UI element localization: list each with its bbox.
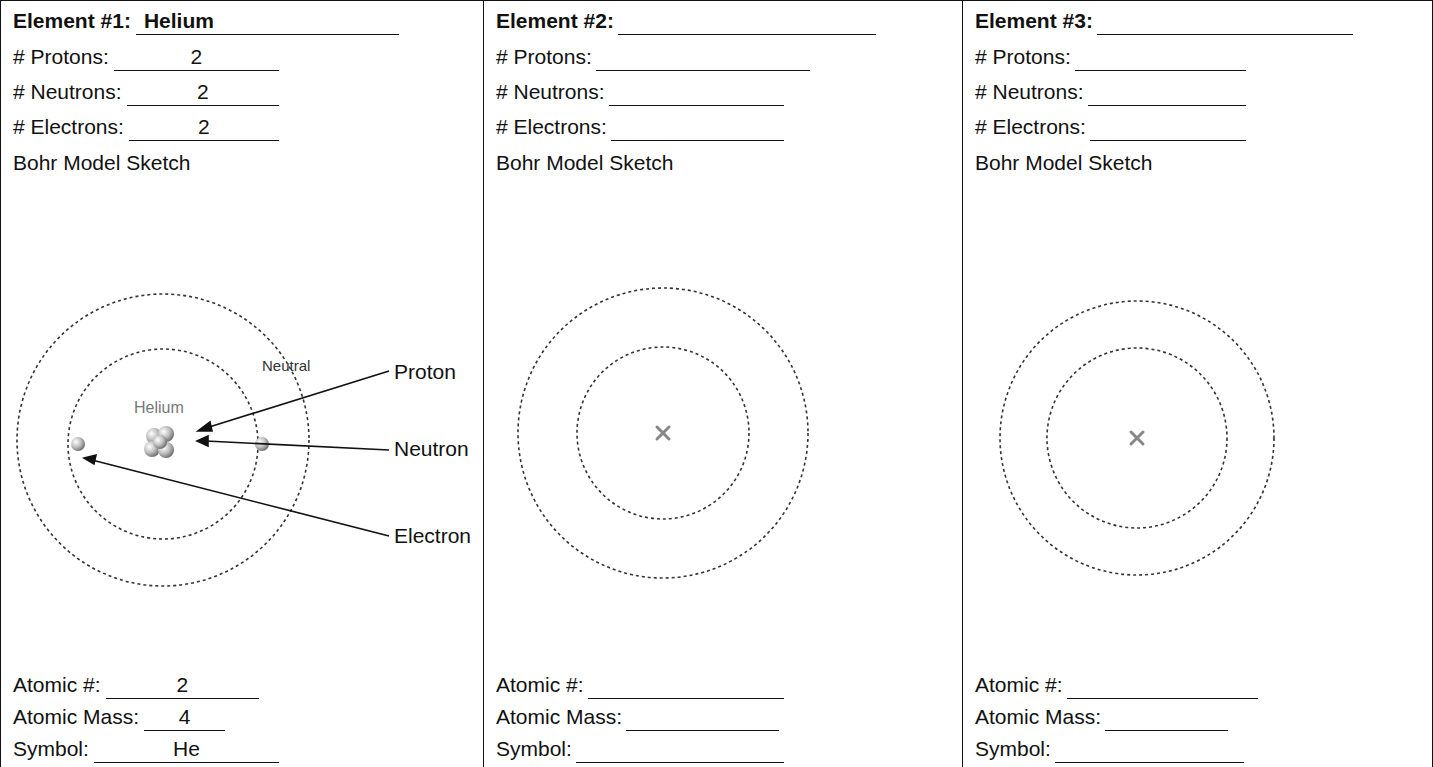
field-answer: 2 (176, 673, 188, 697)
answer-blank (596, 70, 810, 71)
arrow-head (197, 436, 208, 446)
field-label: # Protons: (975, 45, 1071, 69)
field-answer: He (173, 737, 200, 761)
field-answer: 2 (198, 115, 210, 139)
answer-blank (1105, 730, 1228, 731)
answer-blank (576, 762, 784, 763)
arrow-head (198, 422, 212, 431)
leader-line (206, 371, 389, 428)
field-label: Symbol: (975, 737, 1051, 761)
field-label: Atomic Mass: (13, 705, 139, 729)
answer-blank (129, 140, 279, 141)
part-label: Neutron (394, 437, 469, 461)
answer-blank (114, 70, 279, 71)
field-answer: Helium (144, 9, 214, 33)
field-label: Atomic Mass: (975, 705, 1101, 729)
field-label: Atomic Mass: (496, 705, 622, 729)
field-answer: 4 (179, 705, 191, 729)
element-card: Element #3: # Protons: # Neutrons: # Electr… (963, 0, 1433, 767)
center-mark (1131, 432, 1143, 444)
answer-blank (618, 34, 876, 35)
element-heading: Element #3: (975, 9, 1093, 33)
inner-shell (577, 347, 749, 519)
answer-blank (626, 730, 779, 731)
answer-blank (136, 34, 399, 35)
answer-blank (609, 105, 784, 106)
arrow-head (84, 455, 96, 464)
outer-shell (518, 288, 808, 578)
inner-shell (68, 349, 258, 539)
field-label: # Electrons: (975, 115, 1086, 139)
field-label: Bohr Model Sketch (496, 151, 673, 175)
leader-line (206, 441, 389, 450)
element-heading: Element #2: (496, 9, 614, 33)
field-answer: 2 (191, 45, 203, 69)
field-label: Atomic #: (496, 673, 584, 697)
answer-blank (144, 730, 225, 731)
element-heading: Element #1: (13, 9, 131, 33)
field-label: Bohr Model Sketch (13, 151, 190, 175)
answer-blank (127, 105, 279, 106)
answer-blank (1055, 762, 1244, 763)
answer-blank (611, 140, 784, 141)
field-label: # Neutrons: (13, 80, 122, 104)
element-card: Element #2: # Protons: # Neutrons: # Electr… (484, 0, 963, 767)
answer-blank (94, 762, 279, 763)
field-label: # Neutrons: (975, 80, 1084, 104)
outer-shell (1000, 301, 1274, 575)
element-card: Element #1: Helium # Protons: 2 # Neutrons: 2… (0, 0, 484, 767)
answer-blank (1090, 140, 1246, 141)
answer-blank (1097, 34, 1353, 35)
answer-blank (588, 698, 784, 699)
field-label: # Protons: (496, 45, 592, 69)
part-label: Proton (394, 360, 456, 384)
answer-blank (1067, 698, 1258, 699)
field-label: # Electrons: (13, 115, 124, 139)
field-label: Symbol: (496, 737, 572, 761)
electron (71, 437, 85, 451)
leader-line (92, 460, 389, 536)
field-label: # Protons: (13, 45, 109, 69)
atom-name: Helium (134, 399, 184, 417)
charge-label: Neutral (262, 357, 310, 374)
field-label: Atomic #: (13, 673, 101, 697)
answer-blank (106, 698, 259, 699)
field-label: Atomic #: (975, 673, 1063, 697)
inner-shell (1047, 348, 1227, 528)
field-label: Bohr Model Sketch (975, 151, 1152, 175)
field-label: # Electrons: (496, 115, 607, 139)
nucleus (144, 426, 174, 458)
field-label: Symbol: (13, 737, 89, 761)
field-label: # Neutrons: (496, 80, 605, 104)
outer-shell (17, 294, 309, 586)
center-mark (1131, 432, 1143, 444)
center-mark (657, 427, 669, 439)
center-mark (657, 427, 669, 439)
field-answer: 2 (197, 80, 209, 104)
answer-blank (1075, 70, 1246, 71)
answer-blank (1088, 105, 1246, 106)
part-label: Electron (394, 524, 471, 548)
